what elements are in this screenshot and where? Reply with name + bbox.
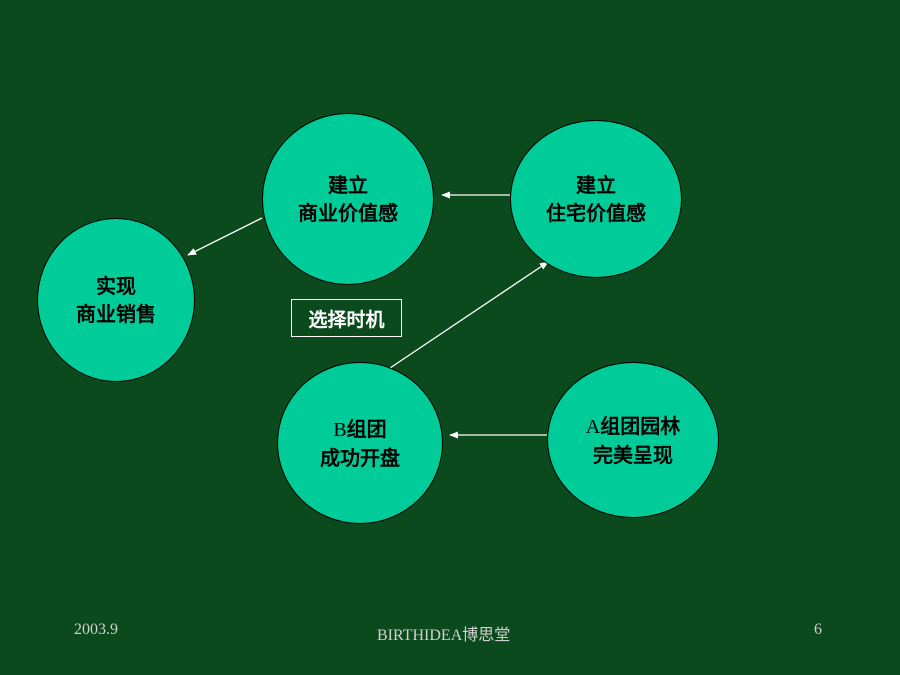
- node-group-b-prefix: B: [333, 418, 347, 441]
- footer-page-number: 6: [814, 621, 822, 638]
- node-commercial-sales-line1: 实现: [96, 274, 136, 298]
- node-group-b-opening: B组团 成功开盘: [277, 362, 443, 524]
- footer-date: 2003.9: [74, 621, 118, 638]
- arrow-groupb-to-residential: [389, 261, 549, 369]
- node-commercial-value-line2: 商业价值感: [298, 201, 398, 225]
- node-residential-value: 建立 住宅价值感: [510, 120, 682, 278]
- node-group-a-line1: A组团园林: [586, 412, 680, 441]
- node-residential-value-line2: 住宅价值感: [546, 201, 646, 225]
- node-group-a-garden: A组团园林 完美呈现: [547, 362, 719, 518]
- timing-label-box: 选择时机: [291, 299, 402, 337]
- footer-brand: BIRTHIDEA博思堂: [377, 627, 511, 644]
- node-commercial-sales: 实现 商业销售: [37, 218, 195, 382]
- arrow-commercial-to-sales: [187, 217, 263, 256]
- node-commercial-value-line1: 建立: [328, 173, 368, 197]
- node-group-a-line2: 完美呈现: [593, 442, 673, 467]
- node-commercial-value: 建立 商业价值感: [262, 113, 434, 285]
- node-group-a-line1-rest: 组团园林: [600, 413, 681, 438]
- node-group-a-prefix: A: [585, 415, 601, 438]
- node-group-b-line1: B组团: [333, 415, 386, 444]
- node-group-b-line1-rest: 组团: [346, 416, 387, 441]
- node-group-b-line2: 成功开盘: [320, 445, 400, 470]
- node-residential-value-line1: 建立: [576, 173, 616, 197]
- node-commercial-sales-line2: 商业销售: [76, 302, 156, 326]
